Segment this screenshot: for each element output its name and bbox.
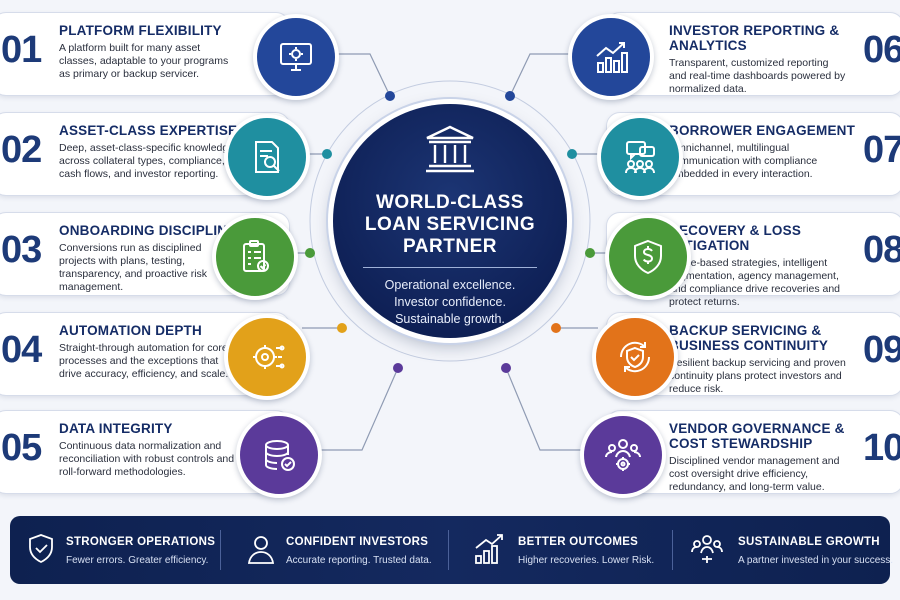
card-description: Continuous data normalization and reconc… xyxy=(59,440,235,478)
outcome-title: STRONGER OPERATIONS xyxy=(66,536,216,548)
card-title: ONBOARDING DISCIPLINE xyxy=(59,223,237,238)
document-search-icon xyxy=(224,114,310,200)
clipboard-check-icon xyxy=(212,214,298,300)
card-title: ASSET-CLASS EXPERTISE xyxy=(59,123,238,138)
card-number: 07 xyxy=(863,129,900,171)
card-number: 02 xyxy=(1,129,42,171)
shield-dollar-icon xyxy=(605,214,691,300)
card-number: 09 xyxy=(863,329,900,371)
card-title: AUTOMATION DEPTH xyxy=(59,323,202,338)
divider xyxy=(220,530,221,570)
outcomes-bar: STRONGER OPERATIONS Fewer errors. Greate… xyxy=(10,516,894,584)
card-description: Conversions run as disciplined projects … xyxy=(59,242,208,293)
person-icon xyxy=(247,536,275,564)
bar-growth-icon xyxy=(475,534,503,564)
outcome-sustainable-growth: SUSTAINABLE GROWTH A partner invested in… xyxy=(678,516,894,584)
outcome-description: Higher recoveries. Lower Risk. xyxy=(518,555,655,566)
card-title: BORROWER ENGAGEMENT xyxy=(669,123,856,138)
outcome-description: Accurate reporting. Trusted data. xyxy=(286,555,432,566)
card-number: 06 xyxy=(863,29,900,71)
people-gear-icon xyxy=(580,412,666,498)
card-description: Deep, asset-class-specific knowledge acr… xyxy=(59,142,235,180)
central-hub: WORLD-CLASS LOAN SERVICING PARTNER Opera… xyxy=(333,104,567,338)
card-description: Straight-through automation for core pro… xyxy=(59,342,229,380)
card-number: 01 xyxy=(1,29,42,71)
card-title: PLATFORM FLEXIBILITY xyxy=(59,23,222,38)
card-description: Omnichannel, multilingual communication … xyxy=(669,142,818,180)
database-check-icon xyxy=(236,412,322,498)
card-number: 04 xyxy=(1,329,42,371)
outcome-description: Fewer errors. Greater efficiency. xyxy=(66,555,209,566)
outcome-title: SUSTAINABLE GROWTH xyxy=(738,536,880,548)
card-description: Stage-based strategies, intelligent segm… xyxy=(669,257,841,308)
card-title: DATA INTEGRITY xyxy=(59,421,173,436)
card-investor-reporting: 06 INVESTOR REPORTING & ANALYTICS Transp… xyxy=(606,12,900,96)
divider xyxy=(448,530,449,570)
hub-tagline: Operational excellence. Investor confide… xyxy=(384,278,516,326)
bank-building-icon xyxy=(426,125,474,173)
card-number: 05 xyxy=(1,427,42,469)
people-network-icon xyxy=(691,535,723,563)
divider xyxy=(672,530,673,570)
outcome-stronger-operations: STRONGER OPERATIONS Fewer errors. Greate… xyxy=(10,516,230,584)
card-number: 08 xyxy=(863,229,900,271)
card-title: BACKUP SERVICING & BUSINESS CONTINUITY xyxy=(669,323,829,353)
card-title: VENDOR GOVERNANCE & COST STEWARDSHIP xyxy=(669,421,845,451)
card-description: Disciplined vendor management and cost o… xyxy=(669,455,840,493)
monitor-gear-icon xyxy=(253,14,339,100)
chat-people-icon xyxy=(597,114,683,200)
outcome-description: A partner invested in your success. xyxy=(738,555,894,566)
hub-divider xyxy=(363,267,537,268)
card-number: 03 xyxy=(1,229,42,271)
shield-cycle-icon xyxy=(592,314,678,400)
card-platform-flexibility: 01 PLATFORM FLEXIBILITY A platform built… xyxy=(0,12,290,96)
outcome-title: BETTER OUTCOMES xyxy=(518,536,639,548)
card-description: Resilient backup servicing and proven co… xyxy=(669,357,846,395)
hub-title: WORLD-CLASS LOAN SERVICING PARTNER xyxy=(364,192,536,257)
card-description: A platform built for many asset classes,… xyxy=(59,42,229,80)
card-title: INVESTOR REPORTING & ANALYTICS xyxy=(669,23,840,53)
outcome-better-outcomes: BETTER OUTCOMES Higher recoveries. Lower… xyxy=(458,516,678,584)
chart-trend-icon xyxy=(568,14,654,100)
card-number: 10 xyxy=(863,427,900,469)
card-description: Transparent, customized reporting and re… xyxy=(669,57,846,95)
outcome-title: CONFIDENT INVESTORS xyxy=(286,536,429,548)
gear-automation-icon xyxy=(224,314,310,400)
outcome-confident-investors: CONFIDENT INVESTORS Accurate reporting. … xyxy=(230,516,450,584)
card-title: RECOVERY & LOSS MITIGATION xyxy=(669,223,802,253)
shield-check-icon xyxy=(29,534,53,564)
